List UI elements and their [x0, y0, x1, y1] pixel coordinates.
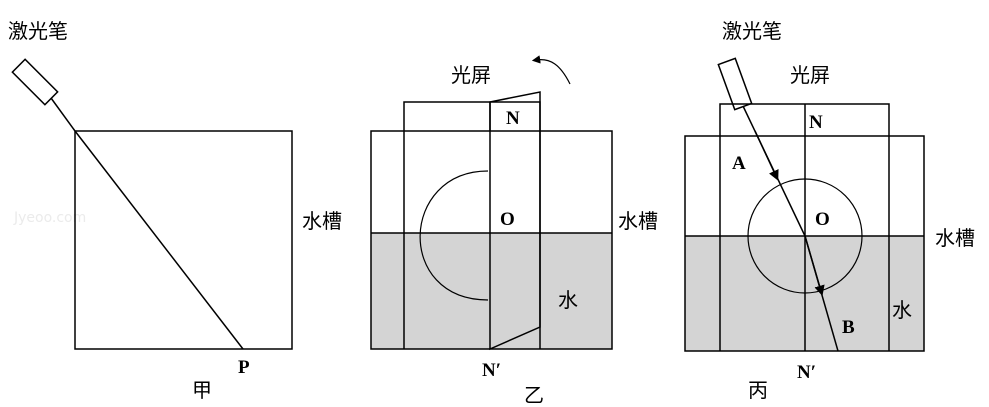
figure-label-jia: 甲 [192, 378, 212, 402]
laser-pen-icon-bing [717, 57, 753, 111]
point-n-prime-label-bing: N′ [797, 362, 816, 383]
light-ray-jia [74, 130, 244, 350]
point-n-label-bing: N [809, 112, 823, 133]
point-n-label-yi: N [506, 108, 520, 129]
protractor-arc-yi [419, 170, 489, 301]
watermark: Jyeoo.com [13, 210, 86, 226]
water-label-bing: 水 [892, 298, 912, 322]
point-p-label: P [238, 357, 250, 378]
tank-label-jia: 水槽 [302, 209, 342, 233]
tank-label-bing: 水槽 [935, 226, 975, 250]
screen-label-bing: 光屏 [790, 63, 830, 87]
incident-arrow-icon [754, 130, 779, 181]
laser-label-bing: 激光笔 [722, 19, 782, 43]
point-a-label: A [732, 153, 746, 174]
water-region-yi [371, 233, 612, 349]
figure-jia: 激光笔 P 水槽 甲 [8, 19, 342, 402]
figure-label-yi: 乙 [524, 383, 544, 407]
protractor-circle-bing [747, 178, 863, 294]
point-n-prime-label-yi: N′ [482, 360, 501, 381]
rotation-arrow-icon [531, 55, 571, 85]
laser-label-jia: 激光笔 [8, 19, 68, 43]
figure-label-bing: 丙 [748, 378, 768, 402]
figure-yi: 光屏 N O 水 N′ 水槽 乙 [370, 55, 658, 407]
laser-pen-icon [11, 58, 76, 132]
point-b-label: B [842, 317, 855, 338]
tank-label-yi: 水槽 [618, 209, 658, 233]
point-o-label-bing: O [815, 209, 830, 230]
water-label-yi: 水 [558, 288, 578, 312]
screen-label-yi: 光屏 [451, 63, 491, 87]
folded-screen-panel-yi [489, 91, 541, 351]
water-tank-jia [74, 130, 293, 350]
point-o-label-yi: O [500, 209, 515, 230]
refracted-arrow-icon [804, 235, 825, 297]
figure-bing: 激光笔 光屏 N A O B 水 N′ 水槽 丙 [684, 19, 975, 402]
